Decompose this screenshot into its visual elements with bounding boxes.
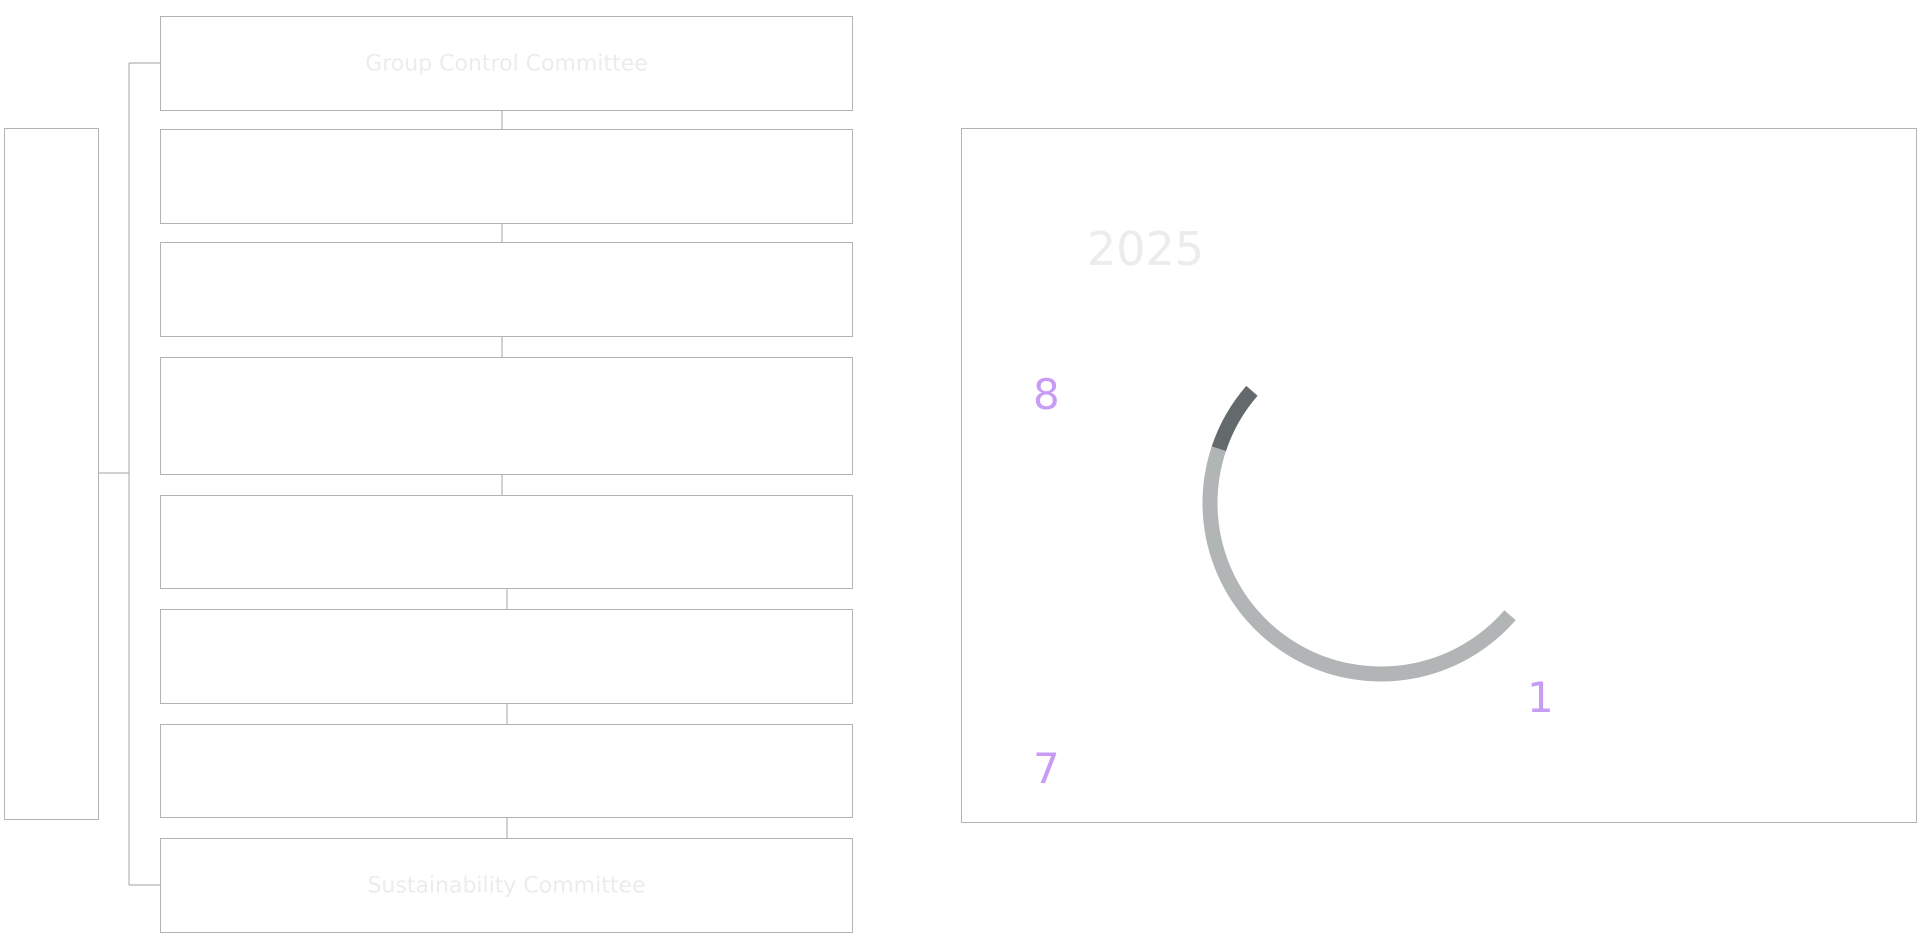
committee-label: Group Control Committee <box>365 51 648 76</box>
committee-box-7 <box>160 724 853 818</box>
slice-label-2: 7 <box>1033 744 1060 793</box>
committee-box-1: Group Control Committee <box>160 16 853 111</box>
donut-slice-1 <box>1246 324 1560 621</box>
donut-slice-3 <box>1211 385 1258 452</box>
committee-box-2 <box>160 129 853 224</box>
committee-box-5 <box>160 495 853 589</box>
committee-label: Sustainability Committee <box>367 873 646 898</box>
committee-box-4 <box>160 357 853 475</box>
board-box <box>4 128 99 820</box>
chart-panel <box>961 128 1917 823</box>
chart-title: 2025 <box>1087 222 1205 276</box>
committee-box-6 <box>160 609 853 704</box>
donut-slice-2 <box>1202 446 1516 682</box>
slice-label-3: 1 <box>1527 673 1554 722</box>
committee-box-3 <box>160 242 853 337</box>
slice-label-1: 8 <box>1033 370 1060 419</box>
committee-box-8: Sustainability Committee <box>160 838 853 933</box>
